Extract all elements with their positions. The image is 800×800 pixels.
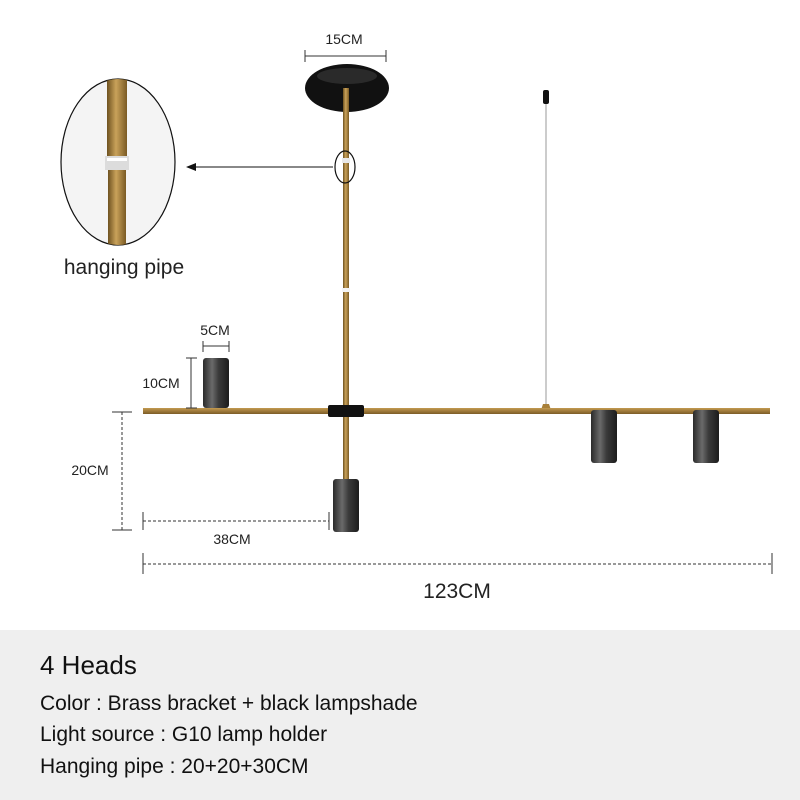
spec-title: 4 Heads — [40, 650, 137, 680]
hanging-pipe — [343, 88, 349, 410]
drop-pipe — [343, 417, 349, 479]
shade-height-dimension — [186, 357, 197, 409]
hanging-pipe-zoom — [60, 78, 176, 246]
lampshade-right-1 — [591, 410, 617, 463]
total-length-label: 123CM — [423, 580, 491, 603]
bar-center-connector — [328, 405, 364, 417]
canopy-highlight — [317, 68, 377, 84]
lampshade-drop — [333, 479, 359, 532]
lampshade-right-2 — [693, 410, 719, 463]
pipe-joint — [342, 158, 350, 163]
offset-length-label: 38CM — [213, 531, 250, 547]
shade-height-label: 10CM — [142, 375, 179, 391]
product-diagram: 15CM hanging pipe 5CM — [60, 31, 773, 603]
callout-label: hanging pipe — [64, 256, 184, 279]
canopy-width-dimension — [304, 50, 387, 62]
shade-width-dimension — [202, 341, 230, 352]
spec-color: Color : Brass bracket + black lampshade — [40, 692, 418, 715]
total-length-dimension — [142, 553, 773, 574]
spec-hanging-pipe: Hanging pipe : 20+20+30CM — [40, 755, 309, 778]
offset-length-dimension — [142, 512, 330, 530]
drop-height-label: 20CM — [71, 462, 108, 478]
spec-panel — [0, 630, 800, 800]
callout-arrowhead — [186, 163, 196, 171]
shade-width-label: 5CM — [200, 322, 230, 338]
cable-top-gripper — [543, 90, 549, 104]
lampshade-upper — [203, 358, 229, 408]
pipe-joint-marker — [334, 150, 356, 184]
horizontal-bar — [143, 408, 770, 414]
drop-height-dimension — [112, 411, 132, 531]
spec-light-source: Light source : G10 lamp holder — [40, 723, 328, 746]
pipe-joint-lower — [342, 288, 350, 292]
canopy-width-label: 15CM — [325, 31, 362, 47]
